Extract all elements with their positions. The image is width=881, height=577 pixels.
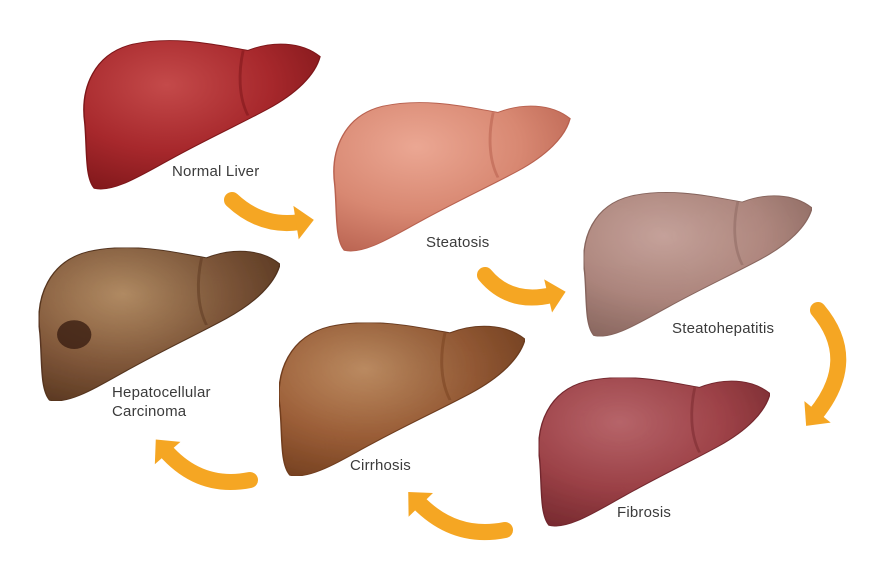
liver-steatosis-illustration bbox=[334, 103, 570, 252]
tumor-lesion bbox=[57, 320, 91, 349]
label-fibrosis: Fibrosis bbox=[617, 503, 671, 522]
arrow-cirrhosis-to-hcc bbox=[155, 439, 250, 482]
label-normal-liver: Normal Liver bbox=[172, 162, 259, 181]
liver-cirrhosis-illustration bbox=[279, 323, 525, 476]
liver-steatohepatitis-illustration bbox=[584, 192, 812, 336]
label-hcc-line-1: Hepatocellular bbox=[112, 384, 211, 401]
arrow-steatohepatitis-to-fibrosis bbox=[804, 310, 838, 426]
liver-steatosis-body bbox=[334, 103, 570, 252]
arrow-normal-to-steatosis-head bbox=[293, 206, 313, 240]
liver-hcc-illustration bbox=[39, 248, 280, 401]
label-steatosis: Steatosis bbox=[426, 233, 490, 252]
liver-cirrhosis-body bbox=[279, 323, 525, 476]
arrow-normal-to-steatosis bbox=[232, 200, 314, 239]
liver-steatohepatitis-body bbox=[584, 192, 812, 336]
label-cirrhosis: Cirrhosis bbox=[350, 456, 411, 475]
label-hcc-line-2: Carcinoma bbox=[112, 403, 186, 420]
label-hepatocellular-carcinoma: Hepatocellular Carcinoma bbox=[112, 383, 232, 421]
arrow-fibrosis-to-cirrhosis bbox=[408, 492, 505, 532]
arrow-steatosis-to-steatohepatitis bbox=[485, 275, 566, 312]
label-steatohepatitis: Steatohepatitis bbox=[672, 319, 774, 338]
